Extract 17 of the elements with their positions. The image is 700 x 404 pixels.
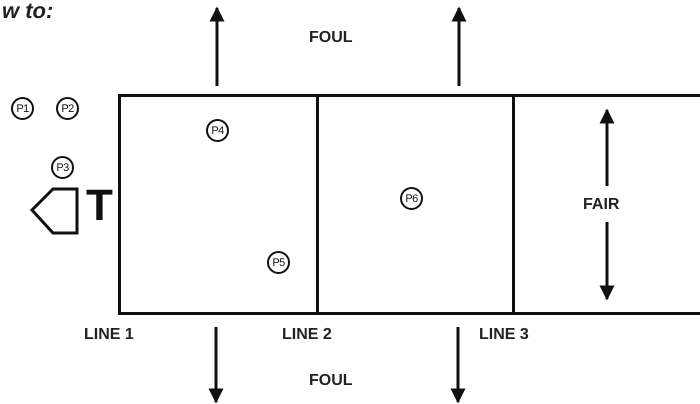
field-zone (316, 94, 515, 315)
player-marker: P6 (400, 187, 423, 210)
line-label: LINE 2 (282, 327, 332, 343)
zone-label: FOUL (309, 30, 353, 46)
player-marker: P5 (267, 251, 290, 274)
line-label: LINE 3 (479, 327, 529, 343)
player-marker: P3 (51, 156, 74, 179)
zone-label: FOUL (309, 373, 353, 389)
zone-label: FAIR (583, 197, 620, 213)
line-label: LINE 1 (84, 327, 134, 343)
field-zone (118, 94, 319, 315)
player-marker: P1 (11, 97, 34, 120)
field-zone (512, 94, 700, 315)
heading-fragment: w to: (2, 0, 54, 22)
tee-label: T (86, 184, 113, 228)
player-marker: P4 (206, 119, 229, 142)
player-marker: P2 (56, 97, 79, 120)
